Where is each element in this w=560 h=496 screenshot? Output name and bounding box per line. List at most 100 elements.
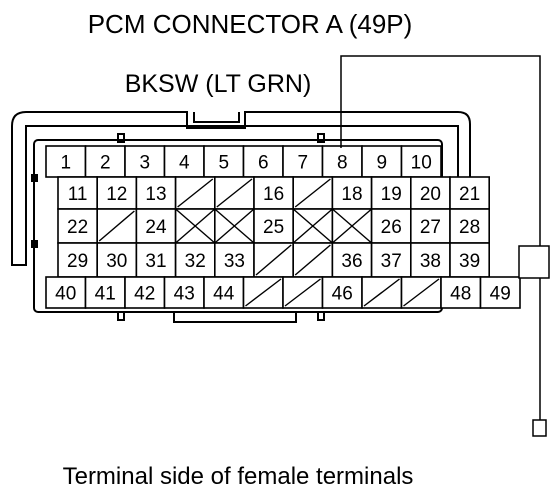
terminal-cell: 42 (124, 276, 166, 309)
terminal-number: 36 (341, 251, 362, 272)
terminal-number: 38 (420, 251, 441, 272)
terminal-cell: 6 (242, 145, 284, 178)
terminal-cell: 36 (331, 242, 373, 278)
terminal-cell: 37 (370, 242, 412, 278)
blank-terminal-cell (96, 208, 138, 244)
terminal-number: 10 (411, 153, 432, 174)
terminal-number: 19 (381, 184, 402, 205)
blocked-terminal-cell (214, 208, 255, 244)
terminal-cell: 25 (253, 208, 295, 244)
terminal-number: 9 (376, 153, 387, 174)
terminal-cell: 31 (135, 242, 177, 278)
terminal-number: 11 (68, 184, 88, 205)
terminal-cell: 48 (440, 276, 482, 309)
terminal-number: 44 (213, 284, 235, 305)
terminal-number: 7 (297, 153, 308, 174)
terminal-cell: 49 (479, 276, 521, 309)
blocked-terminal-cell (331, 208, 373, 244)
blocked-terminal-cell (292, 208, 334, 244)
blank-terminal-cell (292, 176, 334, 210)
terminal-number: 43 (174, 284, 195, 305)
terminal-cell: 29 (57, 242, 99, 278)
terminal-number: 13 (145, 184, 166, 205)
blank-terminal-cell (214, 176, 255, 210)
terminal-number: 21 (459, 184, 480, 205)
terminal-cell: 39 (449, 242, 491, 278)
terminal-cell: 10 (400, 145, 442, 178)
terminal-number: 41 (95, 284, 116, 305)
terminal-cell: 43 (163, 276, 205, 309)
terminal-number: 2 (100, 153, 111, 174)
terminal-cell: 5 (203, 145, 245, 178)
terminal-number: 24 (145, 217, 167, 238)
terminal-cell: 4 (163, 145, 205, 178)
terminal-number: 46 (332, 284, 353, 305)
terminal-cell: 32 (174, 242, 216, 278)
terminal-cell: 2 (84, 145, 126, 178)
terminal-number: 4 (179, 153, 190, 174)
terminal-cell: 1 (45, 145, 87, 178)
terminal-cell: 38 (409, 242, 451, 278)
blank-terminal-cell (253, 242, 295, 278)
terminal-cell: 18 (331, 176, 373, 210)
terminal-number: 40 (55, 284, 76, 305)
terminal-cell: 27 (409, 208, 451, 244)
terminal-cell: 44 (203, 276, 245, 309)
terminal-number: 3 (139, 153, 150, 174)
terminal-cell: 13 (135, 176, 177, 210)
terminal-cell: 26 (370, 208, 412, 244)
terminal-cell: 41 (84, 276, 126, 309)
terminal-number: 49 (490, 284, 511, 305)
blocked-terminal-cell (174, 208, 216, 244)
terminal-cell: 8 (321, 145, 363, 178)
terminal-number: 16 (263, 184, 284, 205)
terminal-cell: 46 (321, 276, 363, 309)
terminal-number: 32 (185, 251, 206, 272)
terminal-cell: 19 (370, 176, 412, 210)
terminal-number: 39 (459, 251, 480, 272)
terminal-number: 1 (60, 153, 71, 174)
blank-terminal-cell (282, 276, 324, 309)
terminal-cell: 7 (282, 145, 324, 178)
footer-caption: Terminal side of female terminals (63, 463, 414, 490)
terminal-number: 12 (106, 184, 127, 205)
terminal-cell: 3 (124, 145, 166, 178)
terminal-number: 5 (218, 153, 229, 174)
terminal-cell: 12 (96, 176, 138, 210)
terminal-cell: 30 (96, 242, 138, 278)
terminal-cell: 22 (57, 208, 99, 244)
terminal-cell: 21 (449, 176, 491, 210)
terminal-number: 18 (341, 184, 362, 205)
terminal-cell: 33 (214, 242, 255, 278)
terminal-number: 48 (450, 284, 471, 305)
terminal-cell: 9 (361, 145, 403, 178)
terminal-number: 26 (381, 217, 402, 238)
terminal-cell: 40 (45, 276, 87, 309)
terminal-cell: 11 (57, 176, 99, 210)
terminal-number: 6 (258, 153, 269, 174)
terminal-number: 22 (67, 217, 88, 238)
terminal-number: 29 (67, 251, 88, 272)
terminal-number: 20 (420, 184, 441, 205)
wire-label: BKSW (LT GRN) (125, 70, 312, 98)
blank-terminal-cell (174, 176, 216, 210)
blank-terminal-cell (242, 276, 284, 309)
terminal-number: 31 (145, 251, 166, 272)
test-lead-wire (340, 55, 550, 437)
terminal-cell: 28 (449, 208, 491, 244)
blank-terminal-cell (400, 276, 442, 309)
blank-terminal-cell (361, 276, 403, 309)
terminal-number: 8 (337, 153, 348, 174)
terminal-number: 27 (420, 217, 441, 238)
terminal-cell: 20 (409, 176, 451, 210)
terminal-number: 42 (134, 284, 155, 305)
terminal-cell: 16 (253, 176, 295, 210)
terminal-number: 25 (263, 217, 284, 238)
blank-terminal-cell (292, 242, 334, 278)
terminal-number: 33 (224, 251, 245, 272)
terminal-cell: 24 (135, 208, 177, 244)
terminal-number: 28 (459, 217, 480, 238)
terminal-number: 30 (106, 251, 127, 272)
